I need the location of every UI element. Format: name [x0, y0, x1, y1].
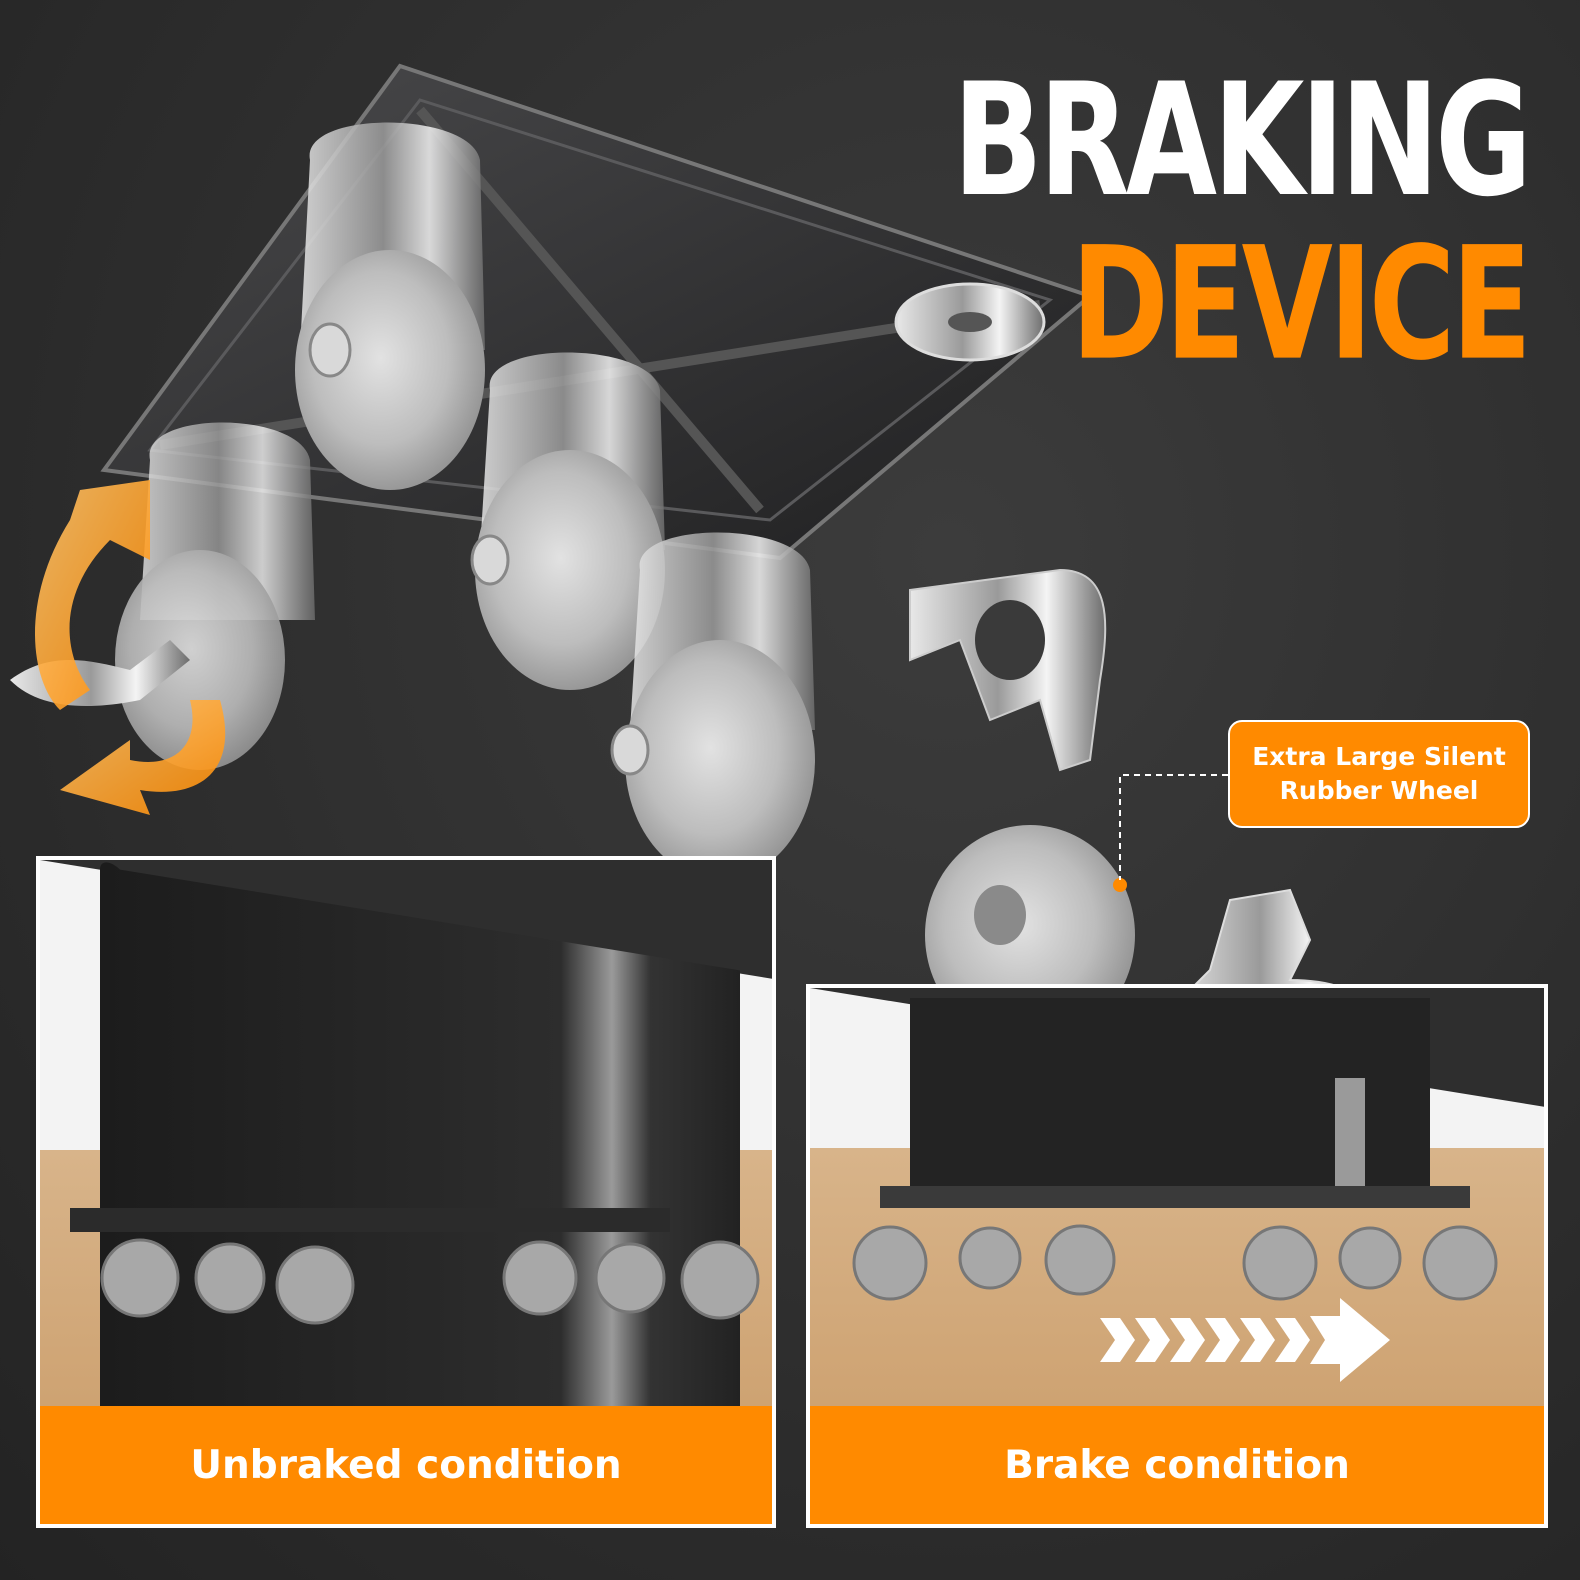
caster-wheel [470, 352, 665, 690]
panel-unbraked: Unbraked condition [36, 856, 776, 1528]
panel-brake: Brake condition [806, 984, 1548, 1528]
caster-bracket [909, 568, 1107, 772]
headline-line2: DEVICE [1071, 212, 1532, 395]
motion-arrow-icon [1100, 1298, 1390, 1382]
caster-wheel [295, 122, 485, 490]
headline-line1: BRAKING [952, 48, 1532, 231]
callout-label: Extra Large Silent Rubber Wheel [1228, 720, 1530, 828]
caster-wheel [610, 532, 815, 880]
caption-unbraked: Unbraked condition [40, 1406, 772, 1524]
caster-wheel-brake [10, 422, 315, 770]
headline: BRAKING DEVICE [952, 48, 1532, 395]
rotate-arrow-icon [35, 480, 150, 710]
caption-brake: Brake condition [810, 1406, 1544, 1524]
leader-line [1119, 774, 1228, 880]
